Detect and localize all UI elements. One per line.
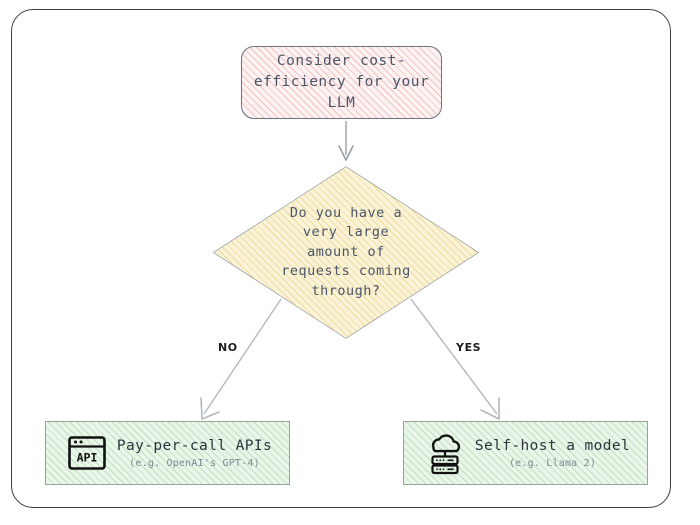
pay-per-call-subtitle: (e.g. OpenAI's GPT-4) [129, 457, 260, 469]
node-self-host[interactable]: Self-host a model (e.g. Llama 2) [403, 421, 648, 485]
cloud-server-icon [422, 430, 468, 476]
api-window-icon: API [64, 430, 110, 476]
svg-text:API: API [77, 451, 98, 465]
self-host-title: Self-host a model [474, 437, 631, 454]
self-host-subtitle: (e.g. Llama 2) [508, 457, 597, 469]
node-start[interactable]: Consider cost- efficiency for your LLM [241, 46, 442, 119]
edge-label-no: NO [218, 341, 238, 354]
self-host-text: Self-host a model (e.g. Llama 2) [468, 438, 647, 469]
decision-label-wrap: Do you have a very large amount of reque… [214, 167, 478, 338]
pay-per-call-title: Pay-per-call APIs [116, 437, 273, 454]
node-start-label: Consider cost- efficiency for your LLM [253, 53, 430, 111]
node-decision-label: Do you have a very large amount of reque… [281, 204, 411, 299]
node-decision[interactable]: Do you have a very large amount of reque… [214, 167, 478, 338]
pay-per-call-text: Pay-per-call APIs (e.g. OpenAI's GPT-4) [110, 438, 289, 469]
edge-label-yes: YES [456, 341, 482, 354]
node-pay-per-call[interactable]: API Pay-per-call APIs (e.g. OpenAI's GPT… [45, 421, 290, 485]
